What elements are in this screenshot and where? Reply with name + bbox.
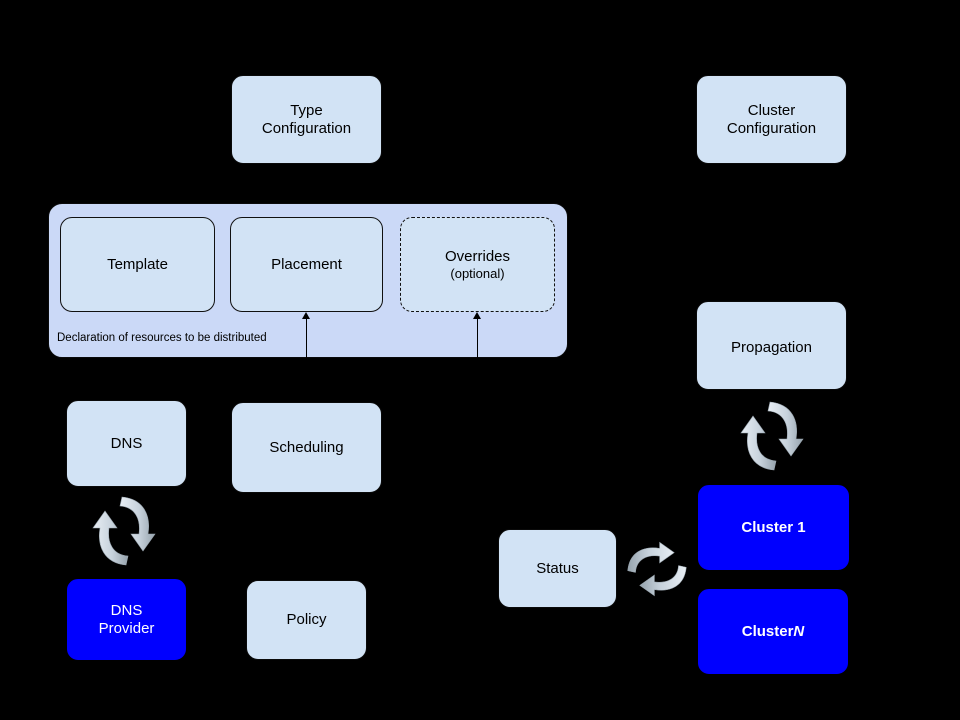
node-dns-provider[interactable]: DNS Provider <box>66 578 187 661</box>
node-cluster-n-prefix: Cluster <box>741 622 794 640</box>
node-cluster-n-suffix: N <box>793 622 805 640</box>
node-type-configuration[interactable]: Type Configuration <box>231 75 382 164</box>
connector-typeconfig-to-placement <box>306 178 307 203</box>
sync-arrows-icon-status <box>626 527 688 611</box>
connector-typeconfig-to-overrides <box>477 178 478 203</box>
node-cluster-n[interactable]: Cluster N <box>697 588 849 675</box>
connector-scheduling-to-placement <box>306 318 307 376</box>
node-cluster-configuration[interactable]: Cluster Configuration <box>696 75 847 164</box>
node-dns[interactable]: DNS <box>66 400 187 487</box>
node-scheduling[interactable]: Scheduling <box>231 402 382 493</box>
node-policy[interactable]: Policy <box>246 580 367 660</box>
arrowhead-overrides-from-below <box>473 312 481 319</box>
arrowhead-placement-from-below <box>302 312 310 319</box>
node-status[interactable]: Status <box>498 529 617 608</box>
node-overrides-sublabel: (optional) <box>450 265 505 281</box>
node-overrides-label: Overrides <box>444 247 511 265</box>
connector-policy-to-overrides <box>477 318 478 376</box>
node-cluster-1[interactable]: Cluster 1 <box>697 484 850 571</box>
connector-typeconfig-to-template <box>137 178 138 203</box>
node-template[interactable]: Template <box>60 217 215 312</box>
node-overrides[interactable]: Overrides (optional) <box>400 217 555 312</box>
node-propagation[interactable]: Propagation <box>696 301 847 390</box>
sync-arrows-icon-dns <box>88 488 160 574</box>
group-caption: Declaration of resources to be distribut… <box>57 332 267 344</box>
node-placement[interactable]: Placement <box>230 217 383 312</box>
sync-arrows-icon-propagation <box>736 393 808 479</box>
